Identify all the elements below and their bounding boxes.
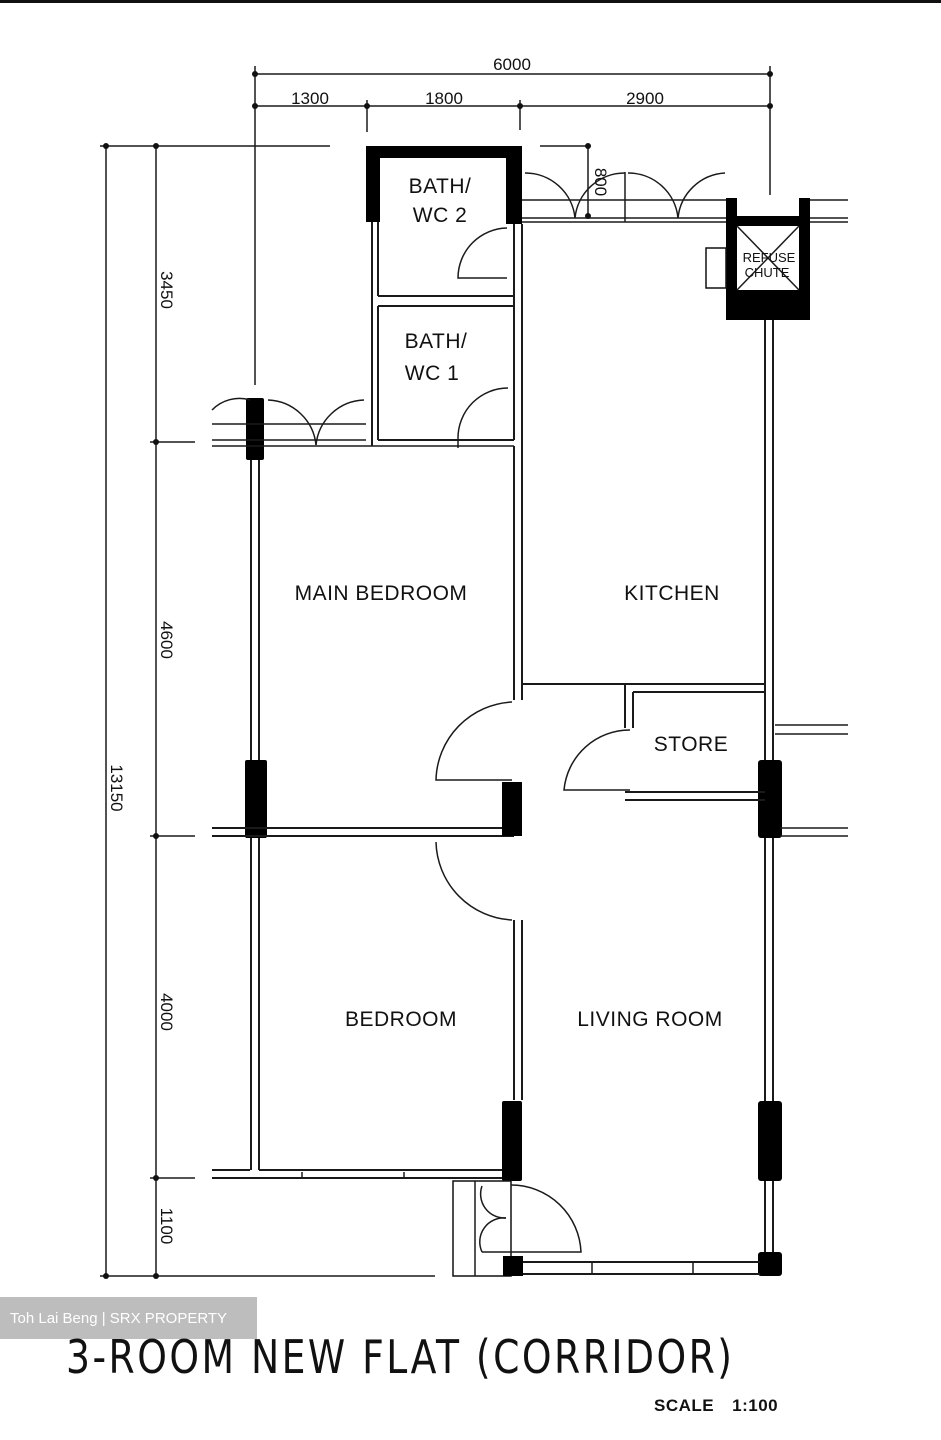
dim-depth-2: 4600 (157, 621, 176, 659)
horizontal-dimensions: 6000 1300 1800 2900 (252, 55, 773, 385)
bath-wc-2-label-1: BATH/ (409, 175, 472, 198)
scale-value: 1:100 (732, 1396, 779, 1415)
dim-total-depth: 13150 (107, 764, 126, 811)
right-exterior-wall (758, 320, 848, 1276)
store-label: STORE (654, 733, 728, 756)
vertical-dimensions: 3450 4600 4000 1100 13150 (100, 143, 435, 1279)
corridor-window-top: 800 (522, 143, 848, 223)
dim-depth-3: 4000 (157, 993, 176, 1031)
bath-wc-2-label-2: WC 2 (413, 204, 468, 227)
dim-width-1: 1300 (291, 89, 329, 108)
dim-width-3: 2900 (626, 89, 664, 108)
dim-width-2: 1800 (425, 89, 463, 108)
top-border-line (0, 0, 941, 3)
room-labels: BATH/ WC 2 BATH/ WC 1 MAIN BEDROOM KITCH… (295, 175, 728, 1031)
interior-partitions (435, 446, 765, 1181)
bath-wc-1-walls (377, 306, 514, 448)
bath-wc-2-walls (366, 146, 523, 700)
bedroom-label: BEDROOM (345, 1008, 457, 1031)
watermark-badge: Toh Lai Beng | SRX PROPERTY (0, 1297, 257, 1339)
plan-title: 3-ROOM NEW FLAT (CORRIDOR) (66, 1330, 735, 1384)
refuse-chute-label-1: REFUSE (743, 250, 796, 265)
left-exterior-wall (211, 397, 514, 1179)
scale-label: SCALE (654, 1396, 715, 1415)
dim-depth-1: 3450 (157, 271, 176, 309)
bath-wc-1-label-2: WC 1 (405, 362, 460, 385)
refuse-chute-label-2: CHUTE (745, 265, 790, 280)
dim-depth-4: 1100 (157, 1208, 176, 1245)
dim-total-width: 6000 (493, 55, 531, 74)
entrance-door (452, 1180, 760, 1277)
kitchen-label: KITCHEN (624, 582, 720, 605)
refuse-chute: REFUSE CHUTE (705, 198, 810, 320)
dim-corridor-opening: 800 (591, 168, 610, 196)
main-bedroom-label: MAIN BEDROOM (295, 582, 468, 605)
scale-note: SCALE 1:100 (654, 1396, 778, 1416)
bath-wc-1-label-1: BATH/ (405, 330, 468, 353)
living-room-label: LIVING ROOM (577, 1008, 723, 1031)
